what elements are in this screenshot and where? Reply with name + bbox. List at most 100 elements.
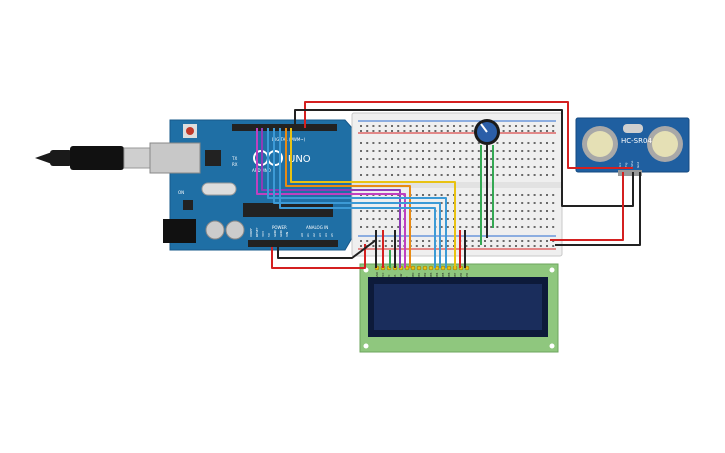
breadboard-hole[interactable] (403, 150, 406, 152)
breadboard-hole[interactable] (546, 245, 548, 247)
breadboard-hole[interactable] (446, 125, 449, 127)
breadboard-hole[interactable] (403, 125, 406, 127)
breadboard-hole[interactable] (471, 125, 474, 127)
breadboard-hole[interactable] (496, 194, 499, 196)
breadboard-hole[interactable] (397, 226, 400, 228)
breadboard-hole[interactable] (465, 210, 468, 212)
breadboard-hole[interactable] (484, 240, 486, 242)
breadboard-hole[interactable] (440, 194, 443, 196)
breadboard-hole[interactable] (502, 125, 505, 127)
breadboard-hole[interactable] (477, 166, 480, 168)
breadboard-hole[interactable] (378, 245, 381, 247)
breadboard-hole[interactable] (378, 130, 381, 132)
breadboard-hole[interactable] (440, 226, 443, 228)
breadboard-hole[interactable] (484, 245, 486, 247)
breadboard-hole[interactable] (397, 130, 400, 132)
breadboard-hole[interactable] (539, 226, 542, 228)
breadboard-hole[interactable] (502, 130, 505, 132)
breadboard-hole[interactable] (546, 202, 548, 204)
breadboard-hole[interactable] (484, 166, 486, 168)
breadboard-hole[interactable] (533, 166, 536, 168)
breadboard-hole[interactable] (360, 158, 362, 160)
breadboard-hole[interactable] (409, 166, 412, 168)
breadboard-hole[interactable] (471, 210, 474, 212)
breadboard-hole[interactable] (533, 158, 536, 160)
breadboard-hole[interactable] (440, 166, 443, 168)
breadboard-hole[interactable] (434, 130, 437, 132)
breadboard-hole[interactable] (496, 174, 499, 176)
breadboard-hole[interactable] (533, 125, 536, 127)
breadboard-hole[interactable] (465, 218, 468, 220)
breadboard-hole[interactable] (539, 210, 542, 212)
breadboard-hole[interactable] (440, 142, 443, 144)
breadboard-hole[interactable] (459, 158, 462, 160)
breadboard-hole[interactable] (533, 130, 536, 132)
breadboard-hole[interactable] (422, 174, 424, 176)
breadboard-hole[interactable] (496, 226, 499, 228)
breadboard-hole[interactable] (434, 166, 437, 168)
breadboard-hole[interactable] (539, 130, 542, 132)
breadboard-hole[interactable] (502, 226, 505, 228)
breadboard-hole[interactable] (366, 218, 369, 220)
breadboard-hole[interactable] (508, 194, 511, 196)
breadboard-hole[interactable] (422, 210, 424, 212)
breadboard-hole[interactable] (409, 158, 412, 160)
breadboard-hole[interactable] (446, 210, 449, 212)
breadboard-hole[interactable] (465, 158, 468, 160)
breadboard-hole[interactable] (391, 150, 393, 152)
breadboard-hole[interactable] (527, 174, 530, 176)
breadboard-hole[interactable] (521, 226, 524, 228)
breadboard-hole[interactable] (360, 245, 362, 247)
breadboard-hole[interactable] (546, 194, 548, 196)
breadboard-hole[interactable] (446, 194, 449, 196)
potentiometer-knob-icon[interactable] (474, 119, 500, 145)
breadboard-hole[interactable] (446, 158, 449, 160)
breadboard-hole[interactable] (546, 218, 548, 220)
breadboard-hole[interactable] (391, 226, 393, 228)
breadboard-hole[interactable] (446, 166, 449, 168)
breadboard-hole[interactable] (533, 218, 536, 220)
breadboard-hole[interactable] (459, 226, 462, 228)
breadboard-hole[interactable] (539, 158, 542, 160)
breadboard-hole[interactable] (508, 142, 511, 144)
breadboard-hole[interactable] (515, 226, 517, 228)
breadboard-hole[interactable] (440, 130, 443, 132)
breadboard-hole[interactable] (515, 194, 517, 196)
breadboard-hole[interactable] (384, 125, 387, 127)
breadboard-hole[interactable] (471, 202, 474, 204)
breadboard-hole[interactable] (515, 130, 517, 132)
breadboard-hole[interactable] (415, 245, 418, 247)
breadboard-hole[interactable] (508, 245, 511, 247)
breadboard-hole[interactable] (428, 158, 431, 160)
breadboard-hole[interactable] (372, 142, 375, 144)
breadboard-hole[interactable] (496, 245, 499, 247)
breadboard-hole[interactable] (515, 158, 517, 160)
breadboard-hole[interactable] (440, 150, 443, 152)
breadboard-hole[interactable] (428, 142, 431, 144)
breadboard-hole[interactable] (366, 150, 369, 152)
breadboard-hole[interactable] (515, 174, 517, 176)
breadboard-hole[interactable] (546, 166, 548, 168)
breadboard-hole[interactable] (521, 150, 524, 152)
breadboard-hole[interactable] (477, 210, 480, 212)
breadboard-hole[interactable] (434, 158, 437, 160)
breadboard-hole[interactable] (546, 210, 548, 212)
breadboard-hole[interactable] (446, 174, 449, 176)
breadboard-hole[interactable] (521, 245, 524, 247)
breadboard-hole[interactable] (397, 166, 400, 168)
breadboard-hole[interactable] (397, 218, 400, 220)
breadboard-hole[interactable] (477, 245, 480, 247)
breadboard-hole[interactable] (508, 158, 511, 160)
breadboard-hole[interactable] (465, 130, 468, 132)
lcd-pin[interactable] (422, 265, 428, 271)
breadboard-hole[interactable] (372, 158, 375, 160)
breadboard-hole[interactable] (477, 142, 480, 144)
breadboard-hole[interactable] (484, 218, 486, 220)
breadboard-hole[interactable] (366, 174, 369, 176)
breadboard-hole[interactable] (477, 194, 480, 196)
breadboard-hole[interactable] (496, 202, 499, 204)
breadboard-hole[interactable] (453, 142, 455, 144)
breadboard-hole[interactable] (440, 174, 443, 176)
breadboard-hole[interactable] (366, 226, 369, 228)
